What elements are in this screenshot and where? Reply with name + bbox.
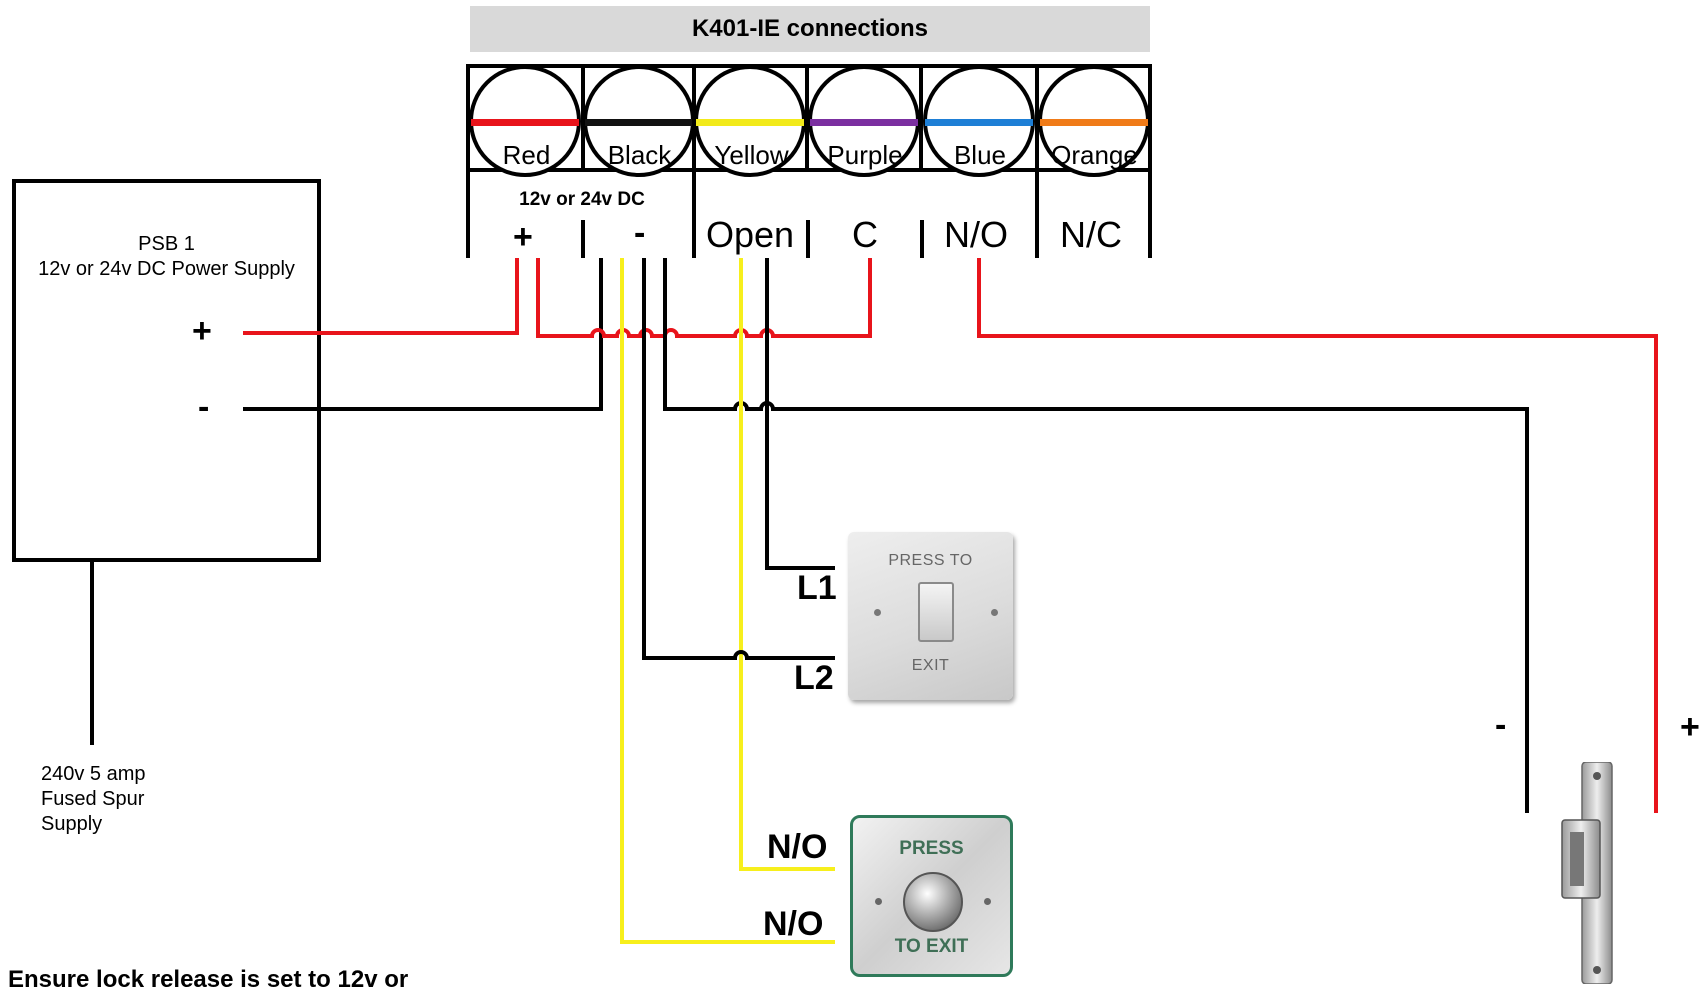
- wire-open-to-l1: [765, 258, 835, 570]
- mains-line-1: 240v 5 amp: [41, 763, 146, 785]
- exit-button-2-top-text: PRESS: [899, 838, 964, 859]
- wire-label-yellow: Yellow: [714, 140, 789, 170]
- screw-icon: [991, 609, 998, 616]
- screw-icon: [984, 898, 991, 905]
- exit-button-rocker: PRESS TO EXIT: [848, 532, 1013, 700]
- wire-negative-to-lock: [663, 258, 1529, 813]
- psu-box: [12, 179, 321, 562]
- terminal-block: [466, 64, 1152, 258]
- wire-yellow-inner: [739, 258, 835, 871]
- lock-positive-label: +: [1680, 708, 1700, 746]
- terminal-c: C: [852, 214, 878, 255]
- wire-psu-negative: [243, 258, 603, 411]
- wire-label-red: Red: [502, 140, 551, 170]
- contact-l2: L2: [794, 659, 834, 697]
- wire-colour-band-blue: [925, 119, 1033, 126]
- supply-voltage-label: 12v or 24v DC: [519, 189, 645, 210]
- rocker-switch-icon: [918, 582, 954, 642]
- wire-label-orange: Orange: [1051, 140, 1138, 170]
- lock-voltage-note: Ensure lock release is set to 12v or: [8, 966, 409, 993]
- terminal-plus: +: [513, 218, 533, 256]
- mains-line-3: Supply: [41, 813, 103, 835]
- terminal-nc: N/C: [1060, 214, 1122, 255]
- wire-yellow-outer: [620, 258, 835, 944]
- terminal-minus: -: [634, 214, 646, 252]
- exit-button-1-top-text: PRESS TO: [888, 552, 973, 569]
- contact-l1: L1: [797, 569, 837, 607]
- wire-red-common: [536, 258, 872, 338]
- exit-button-2-bottom-text: TO EXIT: [894, 936, 969, 957]
- wire-colour-band-orange: [1040, 119, 1148, 126]
- wires: [243, 258, 1658, 944]
- wire-colour-band-yellow: [696, 119, 804, 126]
- wire-label-black: Black: [607, 140, 672, 170]
- wire-colour-band-red: [471, 119, 579, 126]
- push-button-icon: [903, 872, 963, 932]
- screw-icon: [875, 898, 882, 905]
- wire-caps: [469, 65, 1150, 177]
- mains-line-2: Fused Spur: [41, 788, 145, 810]
- lock-negative-label: -: [1495, 706, 1507, 744]
- psu-name: PSB 1: [138, 233, 195, 255]
- diagram-title: K401-IE connections: [470, 6, 1150, 52]
- exit-button-push: PRESS TO EXIT: [850, 815, 1013, 977]
- screw-icon: [874, 609, 881, 616]
- psu-positive-label: +: [192, 312, 212, 350]
- lock-release-icon: [1561, 762, 1613, 984]
- wire-colour-band-purple: [810, 119, 918, 126]
- psu-negative-label: -: [198, 388, 210, 426]
- terminal-open: Open: [706, 214, 795, 255]
- exit-button-1-bottom-text: EXIT: [911, 657, 950, 674]
- terminal-no: N/O: [944, 214, 1009, 255]
- contact-no-1: N/O: [767, 828, 828, 866]
- wire-psu-positive: [243, 258, 519, 335]
- wire-to-l2: [642, 258, 835, 660]
- contact-no-2: N/O: [763, 905, 824, 943]
- psu-description: 12v or 24v DC Power Supply: [38, 258, 295, 280]
- wire-no-to-lock-positive: [977, 258, 1658, 813]
- wire-colour-band-black: [585, 119, 693, 126]
- wire-label-blue: Blue: [953, 140, 1007, 170]
- wire-label-purple: Purple: [827, 140, 903, 170]
